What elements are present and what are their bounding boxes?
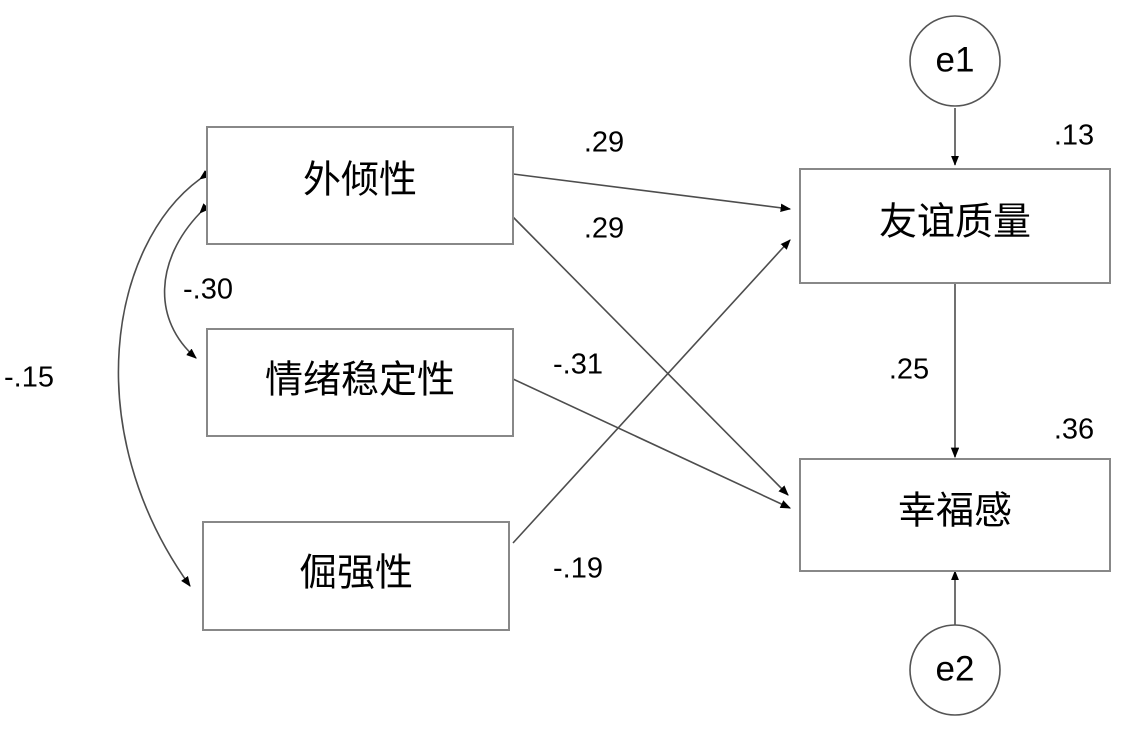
node-label-extraversion: 外倾性 [303,158,417,202]
coefficient-label-extraversion-friendship-quality: .29 [584,127,624,159]
covariance-label-extraversion-emotional-stability: -.30 [183,274,233,306]
node-box-emotional-stability[interactable] [206,328,514,437]
path-extraversion-to-friendship-quality [512,173,792,212]
covariance-label-extraversion-stubbornness: -.15 [4,362,54,394]
node-circle-e1[interactable] [909,15,1001,107]
path-emotional-stability-to-wellbeing [512,378,791,509]
r-squared-label-wellbeing: .36 [1054,414,1094,446]
node-box-stubbornness[interactable] [202,521,510,631]
node-circle-e2[interactable] [909,624,1001,716]
coefficient-label-stubbornness-friendship-quality: -.19 [553,553,603,585]
coefficient-label-extraversion-wellbeing: .29 [584,213,624,245]
path-stubbornness-to-friendship-quality [512,239,791,544]
node-label-friendship-quality: 友谊质量 [879,200,1031,244]
r-squared-label-friendship-quality: .13 [1054,120,1094,152]
coefficient-label-emotional-stability-wellbeing: -.31 [553,349,603,381]
node-box-wellbeing[interactable] [799,458,1111,572]
covariance-arc-extraversion-stubbornness [117,170,211,587]
coefficient-label-friendship-quality-wellbeing: .25 [889,354,929,386]
node-label-wellbeing: 幸福感 [898,489,1012,533]
node-box-friendship-quality[interactable] [799,168,1111,284]
node-label-e1: e1 [936,40,975,79]
node-label-stubbornness: 倔强性 [299,551,413,595]
node-box-extraversion[interactable] [206,126,514,245]
path-extraversion-to-wellbeing [512,216,789,496]
node-label-emotional-stability: 情绪稳定性 [265,358,455,402]
node-label-e2: e2 [936,649,975,688]
